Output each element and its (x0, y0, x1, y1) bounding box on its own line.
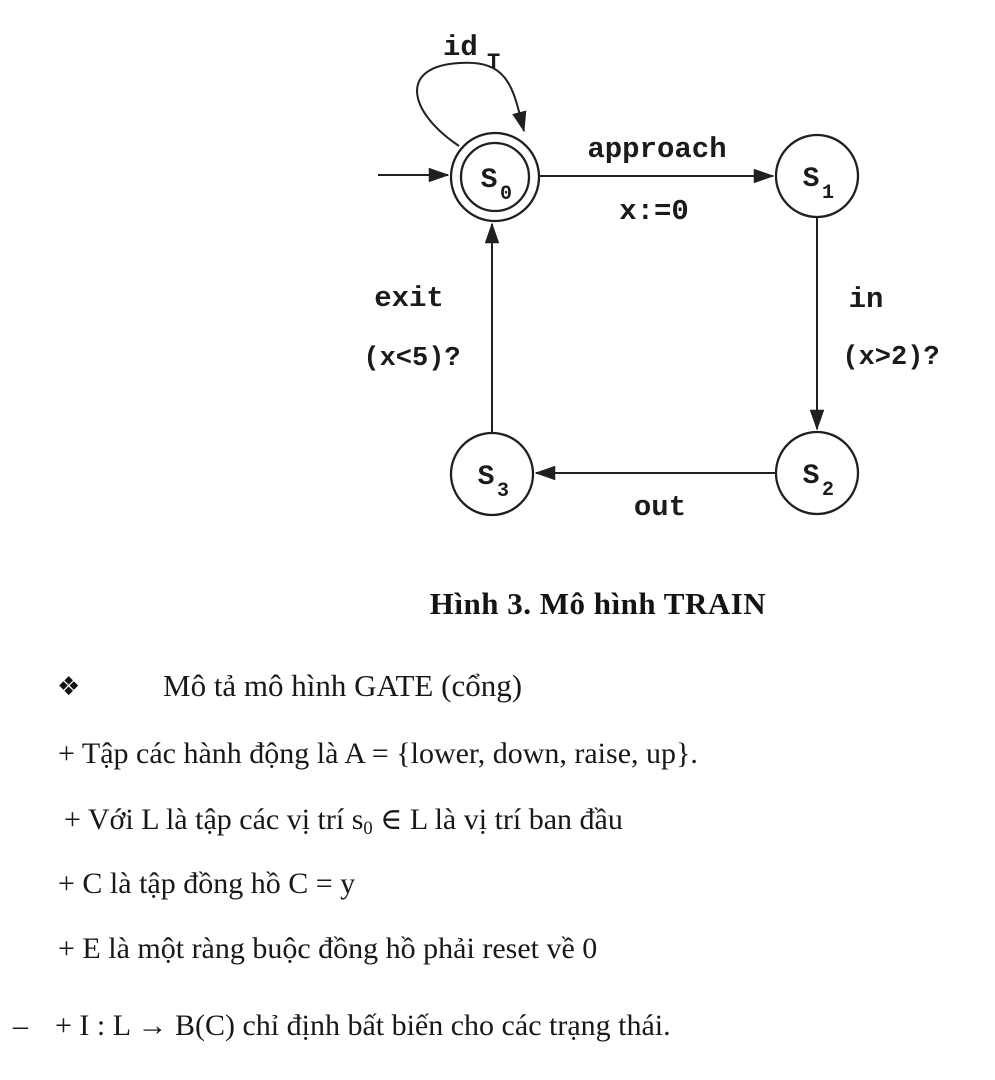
state-s1-circle (774, 133, 860, 219)
state-s0-inner-circle (459, 141, 531, 213)
state-s3-sub: 3 (497, 480, 509, 503)
in-label: in (849, 283, 884, 316)
state-s3-circle (449, 431, 535, 517)
subscript-zero: 0 (363, 818, 373, 840)
edge-approach: approach x:=0 (540, 133, 775, 228)
approach-action-label: x:=0 (619, 195, 689, 228)
state-s2-label: S (803, 461, 820, 492)
edge-out: out (534, 465, 776, 524)
state-s2-sub: 2 (822, 479, 834, 502)
approach-label: approach (587, 133, 726, 166)
figure-caption: Hình 3. Mô hình TRAIN (429, 586, 767, 621)
diamond-bullet-icon: ❖ (57, 672, 81, 702)
state-s2: S 2 (774, 430, 860, 516)
state-s0-sub: 0 (500, 183, 512, 206)
state-s0-label: S (481, 165, 498, 196)
state-s1: S 1 (774, 133, 860, 219)
in-guard-label: (x>2)? (842, 343, 939, 373)
section-heading: Mô tả mô hình GATE (cổng) (163, 668, 523, 703)
list-item: + C là tập đồng hồ C = y (58, 867, 356, 900)
state-s2-circle (774, 430, 860, 516)
state-s1-label: S (803, 164, 820, 195)
edge-self-loop-s0: id T (416, 31, 527, 147)
edge-exit: exit (x<5)? (363, 222, 500, 432)
margin-dash: – (13, 1009, 28, 1042)
self-loop-label: id (443, 31, 478, 64)
list-item: + E là một ràng buộc đồng hồ phải reset … (58, 932, 598, 965)
list-item-text-post: ∈ L là vị trí ban đầu (372, 803, 623, 836)
exit-label: exit (374, 282, 444, 315)
self-loop-label-sub: T (487, 50, 500, 75)
state-s3: S 3 (449, 431, 535, 517)
list-item: –+ I : L → B(C) chỉ định bất biến cho cá… (13, 1009, 671, 1043)
list-item-text-pre: + Với L là tập các vị trí s (64, 803, 364, 836)
out-label: out (634, 491, 686, 524)
list-item: + Với L là tập các vị trí s0 ∈ L là vị t… (64, 802, 623, 840)
list-item-text: + I : L → B(C) chỉ định bất biến cho các… (55, 1009, 671, 1042)
edge-in: in (x>2)? (809, 218, 940, 431)
exit-guard-label: (x<5)? (363, 344, 460, 374)
state-s3-label: S (478, 462, 495, 493)
state-s0: S 0 (449, 131, 541, 223)
list-item: + Tập các hành động là A = {lower, down,… (58, 737, 698, 770)
state-diagram: id T approach x:=0 in (x>2)? out exit (x… (363, 31, 940, 524)
state-s1-sub: 1 (822, 182, 834, 205)
self-loop-curve (416, 61, 527, 147)
